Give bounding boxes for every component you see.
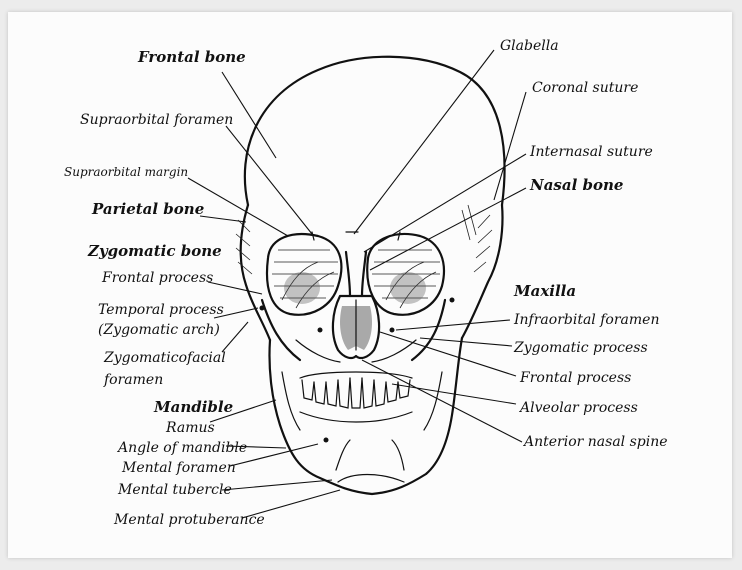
- labels-right: Glabella Coronal suture Internasal sutur…: [500, 38, 668, 450]
- leader-supraorbital-foramen: [226, 126, 312, 234]
- label-coronal-suture: Coronal suture: [532, 80, 638, 96]
- label-glabella: Glabella: [500, 38, 559, 54]
- label-zygomatic-arch: (Zygomatic arch): [98, 322, 220, 338]
- label-zyg-frontal-process: Frontal process: [101, 270, 213, 286]
- label-anterior-nasal-spine: Anterior nasal spine: [522, 434, 668, 450]
- leader-zygomaticofacial: [222, 322, 248, 352]
- label-infraorbital-foramen: Infraorbital foramen: [513, 312, 659, 328]
- label-mental-tubercle: Mental tubercle: [117, 482, 232, 498]
- right-head-side: [462, 205, 502, 338]
- left-head-side: [241, 205, 270, 340]
- skull-drawing: [236, 57, 505, 494]
- label-mandible: Mandible: [153, 398, 233, 416]
- leader-mental-tubercle: [222, 480, 332, 490]
- left-infraorbital-foramen: [318, 328, 323, 333]
- chin-bump: [336, 440, 404, 470]
- label-zygomaticofacial-1: Zygomaticofacial: [103, 350, 226, 366]
- nasal-bones: [346, 252, 366, 296]
- leader-coronal-suture: [494, 92, 526, 200]
- label-zygomatic-bone: Zygomatic bone: [87, 242, 222, 260]
- right-orbit-shadow: [390, 272, 426, 304]
- left-zygomaticofacial-foramen: [260, 306, 265, 311]
- label-mental-protuberance: Mental protuberance: [113, 512, 265, 528]
- label-ramus: Ramus: [165, 420, 215, 436]
- label-frontal-bone: Frontal bone: [137, 48, 246, 66]
- cranium-outline: [245, 57, 505, 205]
- leader-zygomatic-process: [420, 338, 512, 346]
- label-angle-of-mandible: Angle of mandible: [116, 440, 247, 456]
- label-supraorbital-foramen: Supraorbital foramen: [80, 112, 233, 128]
- lower-jaw-line: [300, 412, 412, 422]
- label-zygomaticofacial-2: foramen: [103, 372, 163, 388]
- label-internasal-suture: Internasal suture: [529, 144, 653, 160]
- chin-line: [338, 475, 404, 483]
- leader-infraorbital-foramen: [396, 320, 510, 330]
- label-zygomatic-process: Zygomatic process: [513, 340, 648, 356]
- label-maxilla: Maxilla: [513, 282, 576, 300]
- label-supraorbital-margin: Supraorbital margin: [64, 165, 188, 179]
- label-alveolar-process: Alveolar process: [518, 400, 638, 416]
- label-parietal-bone: Parietal bone: [91, 200, 204, 218]
- right-ramus-line: [424, 372, 442, 430]
- right-zygomaticofacial-foramen: [450, 298, 455, 303]
- mental-foramen-dot: [324, 438, 329, 443]
- left-ramus-line: [282, 372, 300, 430]
- left-orbit-shadow: [284, 272, 320, 304]
- leader-glabella: [354, 50, 494, 234]
- label-max-frontal-process: Frontal process: [519, 370, 631, 386]
- right-infraorbital-foramen: [390, 328, 395, 333]
- leader-zyg-frontal-process: [208, 282, 262, 294]
- leader-parietal-bone: [200, 216, 246, 222]
- leader-max-frontal-process: [380, 332, 516, 376]
- label-temporal-process: Temporal process: [98, 302, 224, 318]
- label-nasal-bone: Nasal bone: [529, 176, 623, 194]
- label-mental-foramen: Mental foramen: [121, 460, 236, 476]
